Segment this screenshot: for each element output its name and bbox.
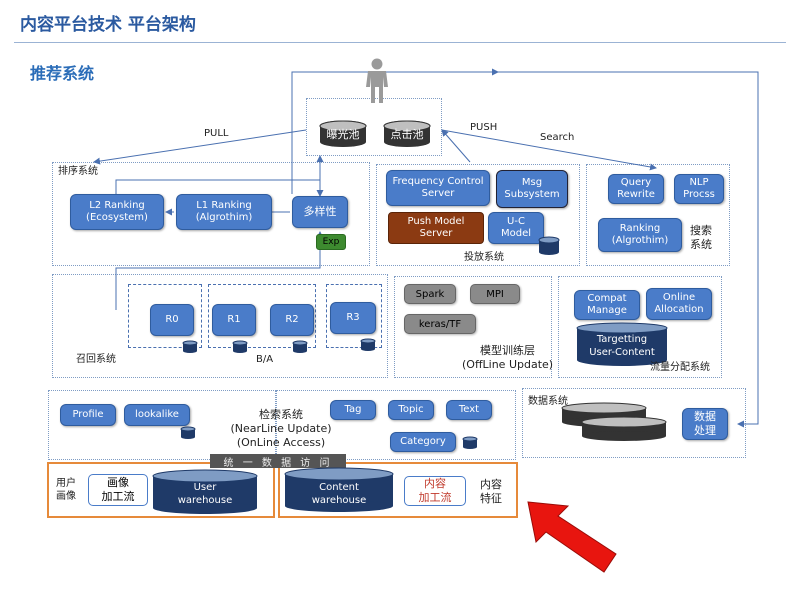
- content-warehouse-cylinder: [284, 467, 394, 512]
- mpi-box: MPI: [470, 284, 520, 304]
- ba-label: B/A: [256, 354, 274, 365]
- frequency-control-box: Frequency Control Server: [386, 170, 490, 206]
- retrieval-system-label: 检索系统 (NearLine Update) (OnLine Access): [230, 408, 332, 449]
- uc-model-box: U-C Model: [488, 212, 544, 244]
- push-model-server-box: Push Model Server: [388, 212, 484, 244]
- delivery-system-label: 投放系统: [464, 252, 504, 263]
- ranking-system-label: 排序系统: [58, 166, 98, 177]
- highlight-arrow-icon: [527, 501, 617, 573]
- targeting-cylinder: [576, 322, 668, 366]
- r1-db-icon: [232, 340, 248, 353]
- search-label: Search: [540, 132, 575, 143]
- content-feature-label: 内容 特征: [480, 478, 502, 505]
- recall-r2-box: R2: [270, 304, 314, 336]
- user-warehouse-label: User warehouse: [177, 482, 233, 506]
- keras-tf-box: keras/TF: [404, 314, 476, 334]
- uc-model-db-icon: [538, 236, 560, 255]
- query-rewrite-box: Query Rewrite: [608, 174, 664, 204]
- search-system-label: 搜索 系统: [690, 224, 712, 251]
- exposure-pool-label: 曝光池: [326, 128, 360, 141]
- spark-box: Spark: [404, 284, 456, 304]
- click-pool-label: 点击池: [390, 128, 424, 141]
- click-pool-cylinder: [383, 120, 431, 147]
- exposure-pool-cylinder: [319, 120, 367, 147]
- training-layer-label: 模型训练层 (OffLine Update): [462, 344, 554, 371]
- nlp-process-box: NLP Procss: [674, 174, 724, 204]
- data-system-label: 数据系统: [528, 396, 568, 407]
- recall-group-r3: [326, 284, 382, 348]
- user-portrait-label: 用户 画像: [56, 478, 76, 502]
- diversity-box: 多样性: [292, 196, 348, 228]
- push-label: PUSH: [470, 122, 498, 133]
- section-title: 推荐系统: [30, 64, 95, 83]
- title-divider: [14, 42, 786, 43]
- data-storage-disks: [561, 402, 667, 441]
- r2-db-icon: [292, 340, 308, 353]
- data-process-box: 数据 处理: [682, 408, 728, 440]
- pull-label: PULL: [204, 128, 229, 139]
- user-person-icon: [366, 58, 388, 103]
- recall-r1-box: R1: [212, 304, 256, 336]
- content-warehouse-label: Content warehouse: [311, 482, 367, 506]
- r0-db-icon: [182, 340, 198, 353]
- msg-subsystem-box: Msg Subsystem: [496, 170, 568, 208]
- recall-group-ba: [208, 284, 316, 348]
- lookalike-db-icon: [180, 426, 196, 439]
- category-box: Category: [390, 432, 456, 452]
- category-db-icon: [462, 436, 478, 449]
- recall-group-r0: [128, 284, 202, 348]
- content-pipeline-box: 内容 加工流: [404, 476, 466, 506]
- portrait-pipeline-box: 画像 加工流: [88, 474, 148, 506]
- r3-db-icon: [360, 338, 376, 351]
- topic-box: Topic: [388, 400, 434, 420]
- page-title: 内容平台技术 平台架构: [20, 15, 196, 35]
- text-box: Text: [446, 400, 492, 420]
- l1-ranking-box: L1 Ranking (Algrothim): [176, 194, 272, 230]
- recall-r0-box: R0: [150, 304, 194, 336]
- tag-box: Tag: [330, 400, 376, 420]
- content-feature-panel: [278, 462, 518, 518]
- lookalike-box: lookalike: [124, 404, 190, 426]
- user-warehouse-cylinder: [152, 469, 258, 514]
- search-ranking-box: Ranking (Algrothim): [598, 218, 682, 252]
- recall-system-label: 召回系统: [76, 354, 116, 365]
- unified-data-access-bar: 统 一 数 据 访 问: [210, 454, 346, 469]
- recall-r3-box: R3: [330, 302, 376, 334]
- profile-box: Profile: [60, 404, 116, 426]
- compat-manage-box: Compat Manage: [574, 290, 640, 320]
- targeting-label: Targetting User-Content: [589, 334, 655, 358]
- traffic-system-label: 流量分配系统: [650, 362, 710, 373]
- l2-ranking-box: L2 Ranking (Ecosystem): [70, 194, 164, 230]
- user-feature-panel: [47, 462, 275, 518]
- online-allocation-box: Online Allocation: [646, 288, 712, 320]
- exp-box: Exp: [316, 234, 346, 250]
